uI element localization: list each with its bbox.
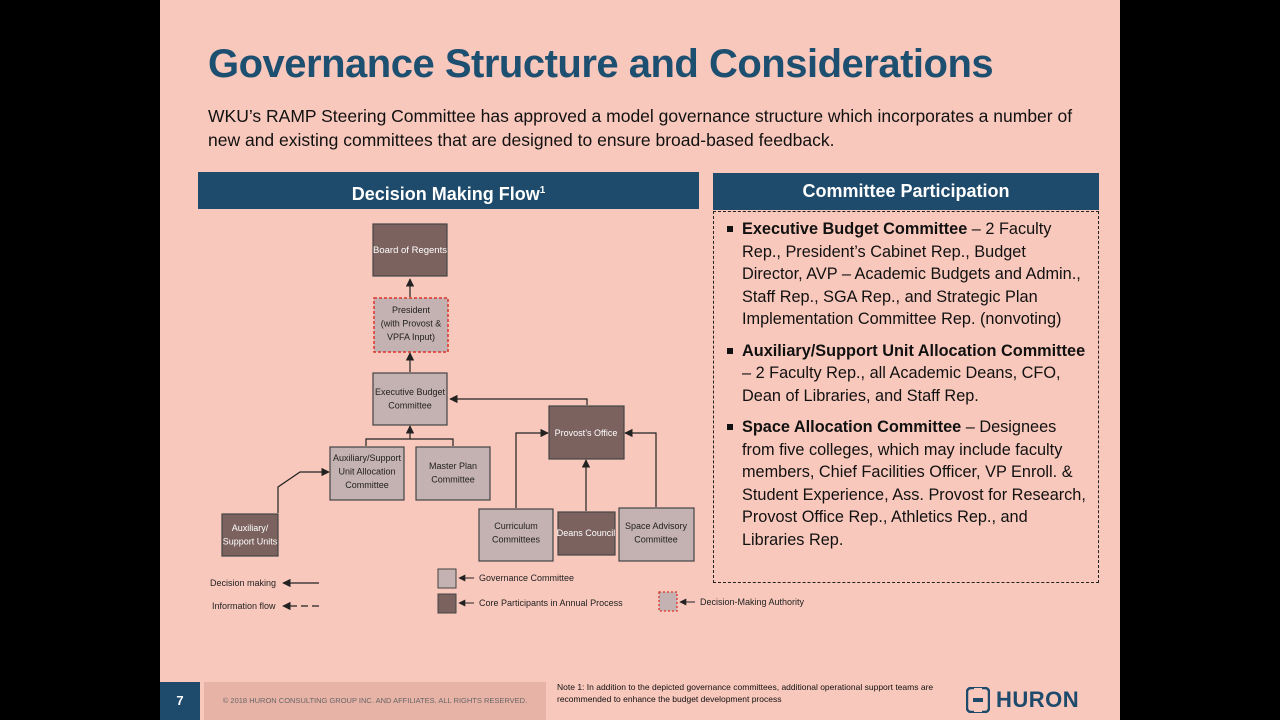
arrow-space-to-provost [624,428,657,507]
node-label-line: Committee [634,535,678,545]
decision-making-flow-diagram: Board of Regents President (with Provost … [210,223,805,614]
node-label-line: Auxiliary/ [232,523,269,533]
node-label-line: Unit Allocation [338,467,395,477]
node-label-line: Board of Regents [373,245,447,256]
node-label-line: Provost’s Office [555,428,618,438]
node-label-line: Support Units [223,537,278,547]
node-aux-units-label: Auxiliary/Support Units [223,523,278,547]
legend-authority-swatch [658,591,678,612]
committee-item: Auxiliary/Support Unit Allocation Commit… [727,340,1088,408]
node-label-line: Executive Budget [375,387,446,397]
arrow-provost-to-exec [449,394,588,405]
node-label-line: VPFA Input) [387,332,435,342]
node-label-line: Master Plan [429,461,477,471]
committee-members: – 2 Faculty Rep., all Academic Deans, CF… [742,364,1061,405]
huron-logo: HURON [966,685,1079,715]
decision-flow-header-text: Decision Making Flow [351,184,540,204]
committee-members: – Designees from five colleges, which ma… [742,418,1086,549]
node-label-line: Committee [345,480,389,490]
node-label-line: Committees [492,535,541,545]
huron-logo-icon [966,687,990,713]
decision-flow-header: Decision Making Flow1 [198,172,699,209]
legend-decision-making: Decision making [210,578,276,588]
committee-item: Executive Budget Committee – 2 Faculty R… [727,218,1088,331]
committee-list: Executive Budget Committee – 2 Faculty R… [714,212,1098,551]
node-board-label: Board of Regents [373,245,447,256]
legend-governance-committee: Governance Committee [479,573,574,583]
diagram-legend: Decision making Information flow Governa… [210,568,805,614]
committee-participation-box: Executive Budget Committee – 2 Faculty R… [713,211,1099,583]
footnote-marker: 1 [539,185,546,196]
committee-item: Space Allocation Committee – Designees f… [727,416,1088,551]
slide-title: Governance Structure and Considerations [208,42,994,86]
committee-name: Space Allocation Committee [742,418,962,436]
node-deans-label: Deans Council [557,528,616,538]
node-label-line: Committee [388,401,432,411]
intro-text: WKU’s RAMP Steering Committee has approv… [208,106,1073,150]
arrow-curriculum-to-provost [515,428,549,508]
node-provosts-office: Provost’s Office [548,405,625,460]
legend-decision-authority: Decision-Making Authority [700,597,805,607]
committee-name: Auxiliary/Support Unit Allocation Commit… [742,341,1086,360]
node-label-line: President [392,305,431,315]
legend-information-flow: Information flow [212,601,276,611]
node-provost-label: Provost’s Office [555,428,618,438]
node-president: President (with Provost & VPFA Input) [373,297,449,353]
node-board-of-regents: Board of Regents [372,223,448,277]
node-president-label: President (with Provost & VPFA Input) [381,305,442,342]
bracket-aux-master [365,438,454,446]
node-label-line: Curriculum [494,521,538,531]
copyright-text: © 2018 HURON CONSULTING GROUP INC. AND A… [204,682,546,720]
node-label-line: Space Advisory [625,521,688,531]
legend-core-participants: Core Participants in Annual Process [479,598,623,608]
legend-core-swatch [437,593,457,614]
node-auxiliary-support-units: Auxiliary/Support Units [221,513,279,557]
flow-connectors [277,278,657,513]
node-label-line: Committee [431,475,475,485]
slide: Governance Structure and Considerations … [160,0,1120,720]
node-deans-council: Deans Council [557,511,616,556]
huron-logo-text: HURON [996,687,1080,712]
committee-members: – 2 Faculty Rep., President’s Cabinet Re… [742,220,1081,328]
committee-participation-header: Committee Participation [713,173,1099,210]
arrow-auxunits-to-auxcommittee [277,467,330,513]
node-label-line: Deans Council [557,528,616,538]
node-label-line: Auxiliary/Support [333,453,402,463]
legend-governance-swatch [437,568,457,589]
node-label-line: (with Provost & [381,319,442,329]
page-number: 7 [160,682,200,720]
footnote-text: Note 1: In addition to the depicted gove… [557,682,934,704]
committee-name: Executive Budget Committee [742,220,968,238]
